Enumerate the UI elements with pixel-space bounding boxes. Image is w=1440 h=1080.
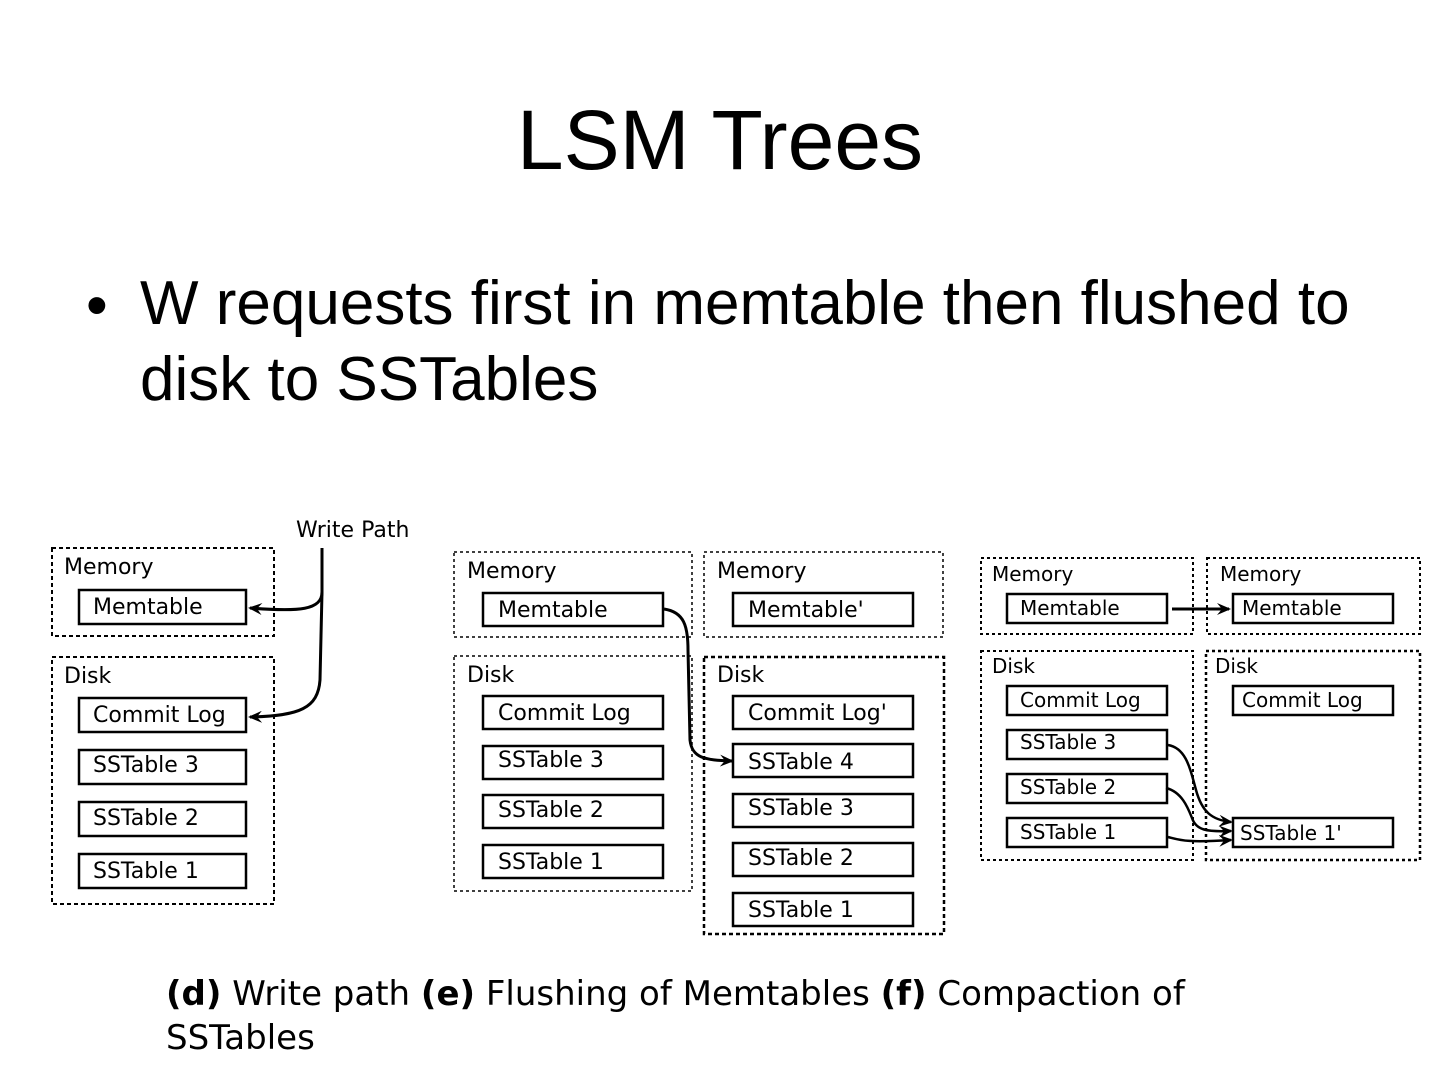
disk-region (51, 656, 275, 905)
memtable-label: Memtable (498, 598, 608, 623)
arrow-compact-sstable-3 (1167, 743, 1233, 827)
commit-log-label: Commit Log (1242, 688, 1363, 712)
write-path-label: Write Path (296, 518, 409, 543)
caption-text-e: Flushing of Memtables (475, 974, 881, 1014)
memory-region (51, 547, 275, 637)
disk-region (1204, 649, 1422, 862)
sstable-box (1005, 816, 1169, 849)
sstable-label: SSTable 3 (498, 748, 604, 773)
sstable-box (481, 793, 665, 830)
memtable-box (77, 588, 248, 626)
sstable-box (77, 748, 248, 786)
caption-text-f: Compaction of SSTables (166, 974, 1185, 1058)
sstable-label: SSTable 1 (1020, 820, 1116, 844)
panel-compact-before: Memory Memtable Disk Commit Log SSTable … (980, 557, 1194, 861)
figure-caption: (d) Write path (e) Flushing of Memtables… (166, 972, 1286, 1060)
memory-label: Memory (717, 559, 806, 584)
caption-tag-e: (e) (420, 974, 476, 1014)
sstable-box (1005, 728, 1169, 761)
commit-log-label: Commit Log' (748, 701, 887, 726)
sstable-box (731, 841, 915, 878)
caption-text-d: Write path (221, 974, 421, 1014)
commit-log-box (1005, 684, 1169, 717)
commit-log-label: Commit Log (1020, 688, 1141, 712)
commit-log-box (731, 694, 915, 731)
bullet-text: W requests first in memtable then flushe… (140, 269, 1350, 414)
sstable-label: SSTable 2 (748, 846, 854, 871)
memtable-box (481, 591, 665, 628)
sstable-label: SSTable 3 (1020, 730, 1116, 754)
bullet-icon: • (86, 271, 108, 340)
disk-label: Disk (64, 664, 112, 689)
sstable-label: SSTable 2 (498, 798, 604, 823)
panel-flush-before: Memory Memtable Disk Commit Log SSTable … (453, 551, 693, 892)
sstable-box (77, 852, 248, 890)
arrow-to-commit-log (248, 591, 324, 723)
sstable-label: SSTable 3 (93, 753, 199, 778)
sstable-label: SSTable 1 (93, 859, 199, 884)
arrow-to-memtable (248, 548, 324, 615)
disk-region (453, 655, 693, 892)
sstable-box (731, 792, 915, 829)
arrow-compact-sstable-1 (1167, 834, 1233, 847)
memtable-label: Memtable (93, 595, 203, 620)
panel-compact-after: Memory Memtable Disk Commit Log SSTable … (1165, 557, 1422, 862)
sstable-box (1231, 816, 1395, 849)
sstable-label: SSTable 2 (1020, 775, 1116, 799)
sstable-label: SSTable 1 (498, 850, 604, 875)
sstable-label: SSTable 4 (748, 750, 854, 775)
memory-label: Memory (992, 562, 1074, 586)
disk-label: Disk (1215, 654, 1258, 678)
memory-label: Memory (1220, 562, 1302, 586)
memtable-label: Memtable (1020, 596, 1120, 620)
memtable-box (1231, 592, 1395, 625)
disk-label: Disk (992, 654, 1035, 678)
sstable-box (731, 891, 915, 928)
arrow-compact-sstable-2 (1165, 786, 1233, 838)
arrow-flush (663, 607, 734, 767)
commit-log-box (1231, 684, 1395, 717)
sstable-box (481, 744, 665, 781)
slide-title: LSM Trees (516, 93, 924, 187)
memory-label: Memory (467, 559, 556, 584)
sstable-box (77, 800, 248, 838)
memtable-box (731, 591, 915, 628)
memtable-label: Memtable' (748, 598, 864, 623)
memory-label: Memory (64, 555, 153, 580)
memtable-box (1005, 592, 1169, 625)
commit-log-box (77, 696, 248, 734)
sstable-box (481, 843, 665, 880)
panel-write-path: Write Path Memory Memtable Disk Commit L… (51, 518, 409, 905)
sstable-label: SSTable 1' (1240, 821, 1342, 845)
commit-log-box (481, 694, 665, 731)
caption-tag-d: (d) (166, 974, 222, 1014)
disk-region (702, 655, 946, 936)
sstable-label: SSTable 1 (748, 898, 854, 923)
commit-log-label: Commit Log (93, 703, 226, 728)
disk-label: Disk (467, 663, 515, 688)
sstable-label: SSTable 2 (93, 806, 199, 831)
caption-tag-f: (f) (880, 974, 927, 1014)
panel-flush-after: Memory Memtable' Disk Commit Log' SSTabl… (663, 551, 946, 936)
memory-region (1206, 557, 1421, 635)
disk-label: Disk (717, 663, 765, 688)
sstable-label: SSTable 3 (748, 796, 854, 821)
memtable-label: Memtable (1242, 596, 1342, 620)
commit-log-label: Commit Log (498, 701, 631, 726)
